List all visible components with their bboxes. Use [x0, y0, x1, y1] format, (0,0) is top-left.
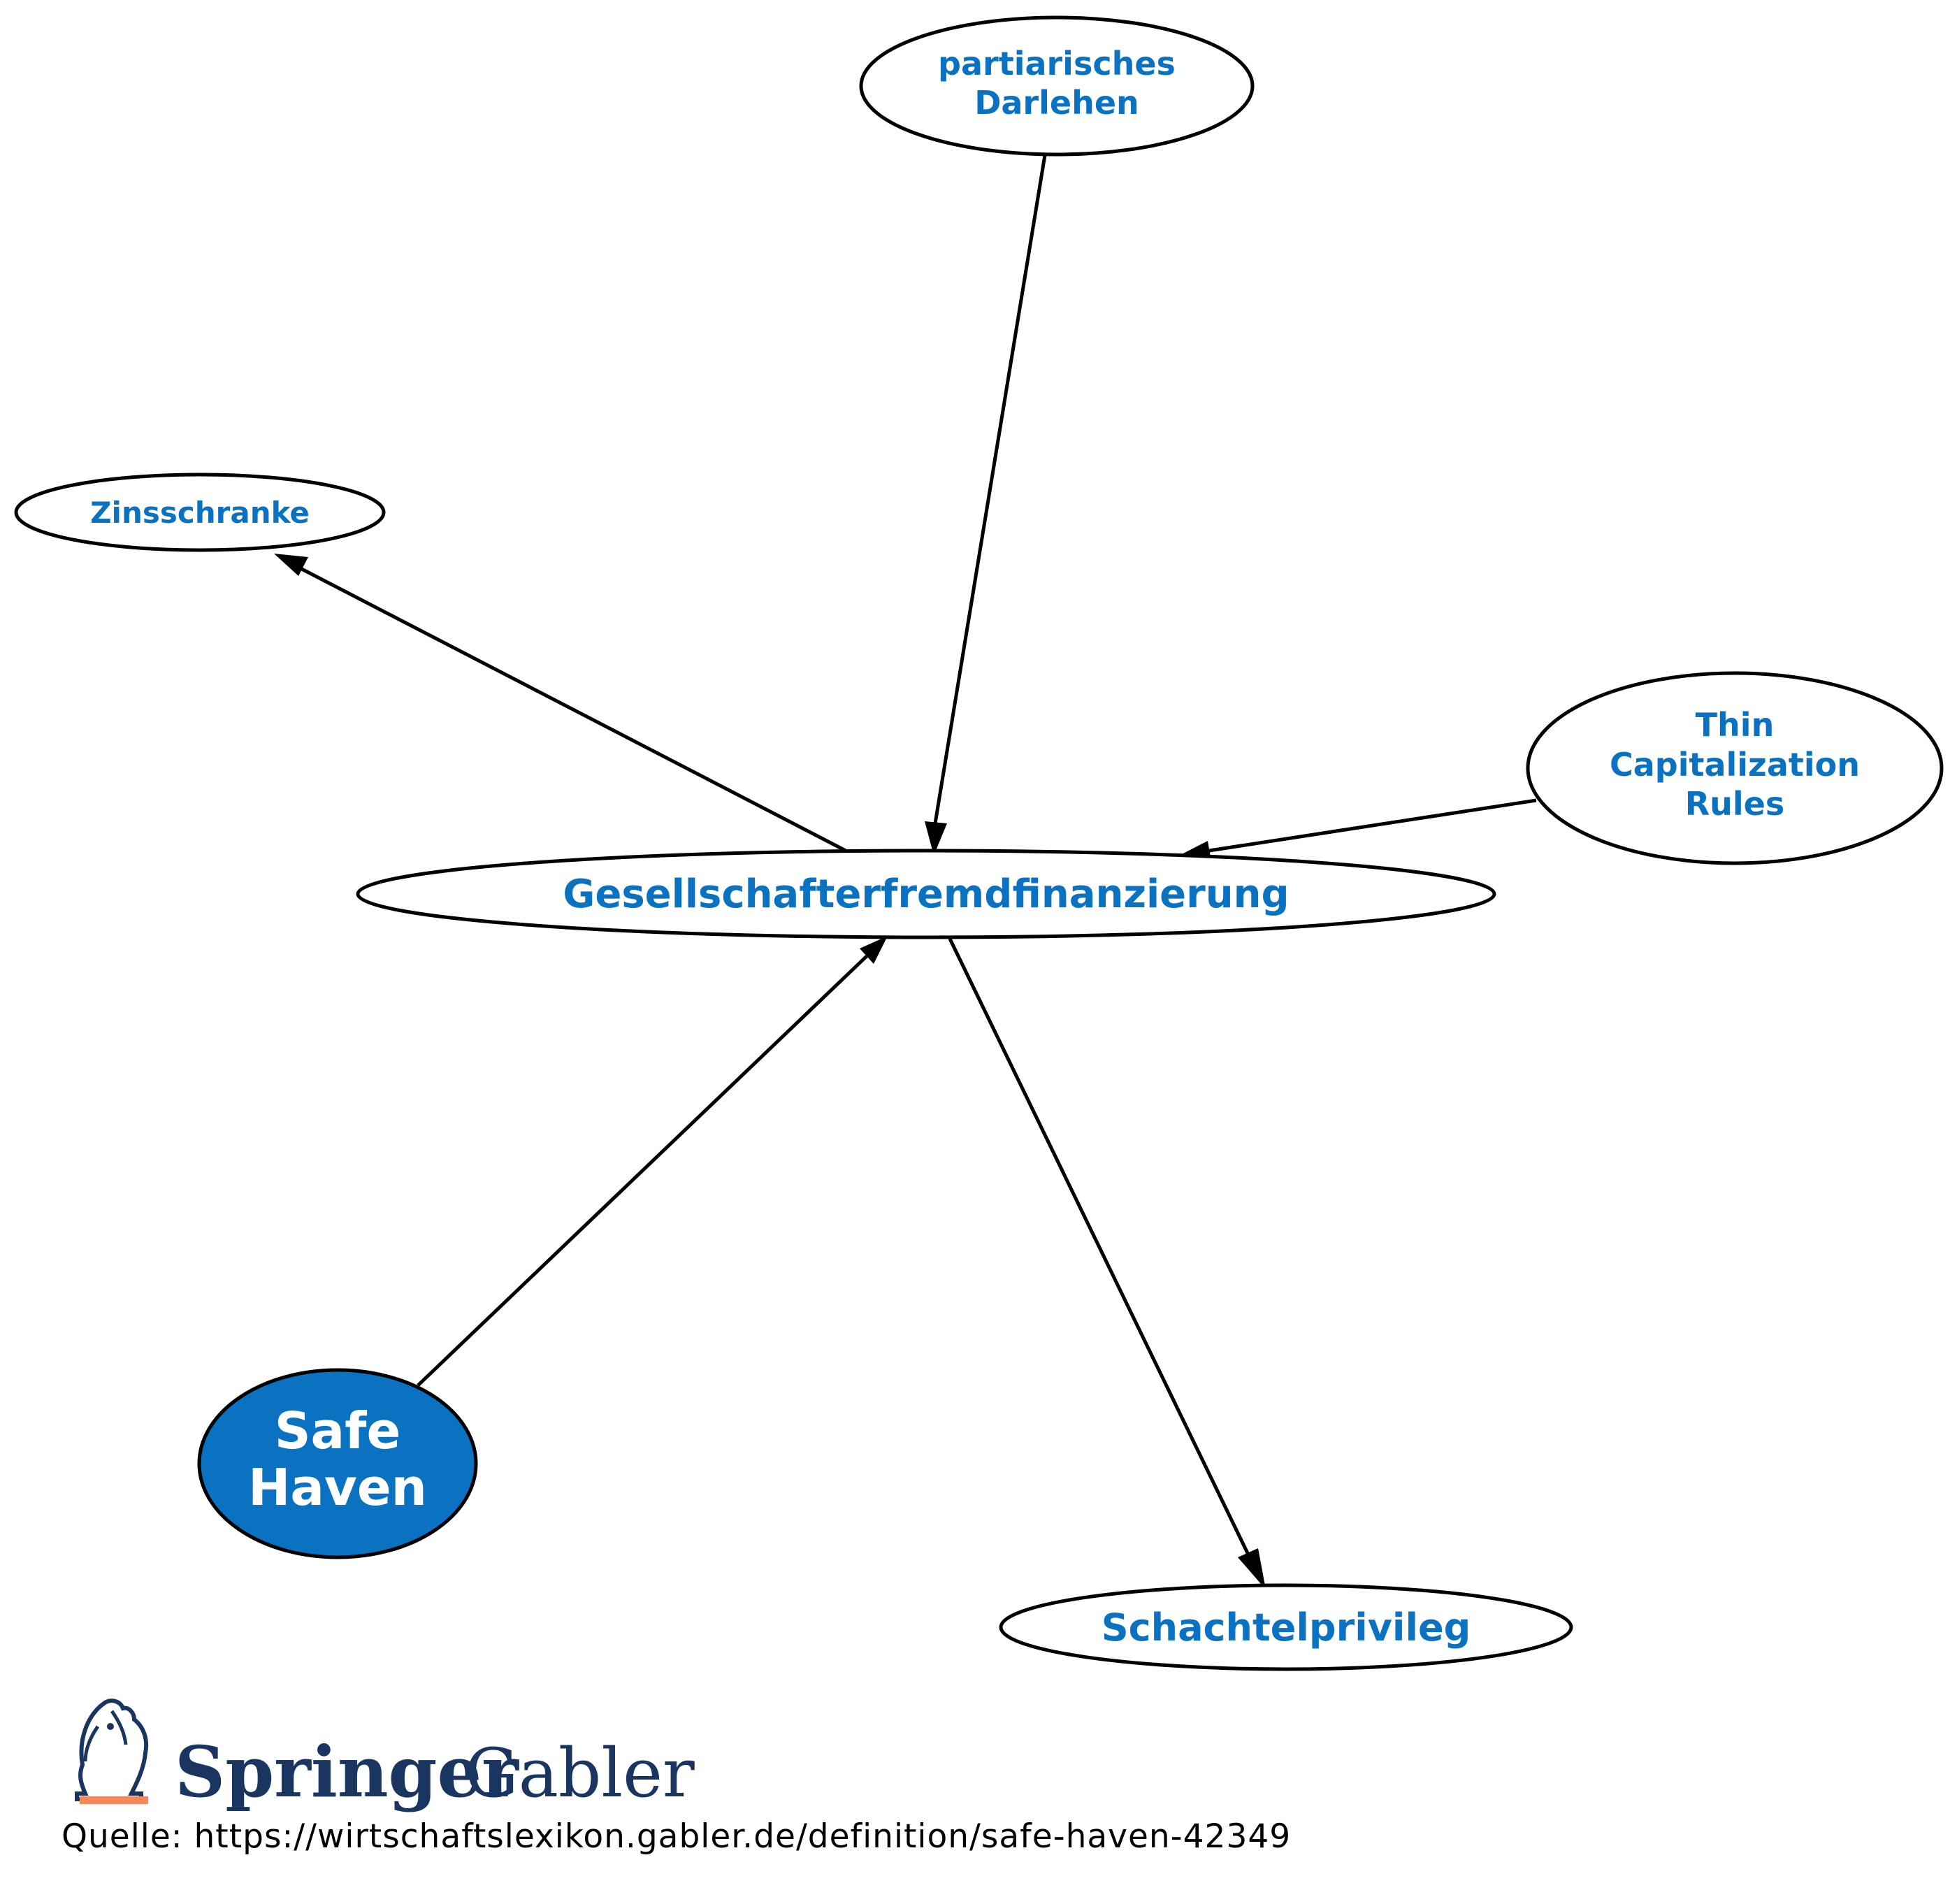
edge-gesellschafterfremdfinanzierung-to-zinsschranke	[292, 563, 847, 853]
edge-safe-haven-to-gesellschafterfremdfinanzierung	[417, 955, 868, 1387]
node-label-line: Rules	[1685, 785, 1785, 823]
arrowhead-icon	[860, 936, 888, 964]
node-label-line: Haven	[248, 1458, 427, 1517]
node-label-line: Thin	[1696, 706, 1775, 744]
edge-gesellschafterfremdfinanzierung-to-schachtelprivileg	[948, 937, 1250, 1555]
node-schachtelprivileg[interactable]: Schachtelprivileg	[999, 1583, 1573, 1671]
node-thin-capitalization-rules[interactable]: Thin Capitalization Rules	[1526, 671, 1944, 865]
edges	[274, 154, 1537, 1589]
edge-partiarisches-darlehen-to-gesellschafterfremdfinanzierung	[933, 154, 1047, 824]
source-citation: Quelle: https://wirtschaftslexikon.gable…	[62, 1817, 1292, 1856]
arrowhead-icon	[1238, 1548, 1266, 1589]
node-label-line: Safe	[275, 1401, 401, 1460]
node-partiarisches-darlehen[interactable]: partiarisches Darlehen	[859, 15, 1255, 157]
edge-thin-capitalization-to-gesellschafterfremdfinanzierung	[1208, 798, 1537, 853]
springer-horse-icon	[75, 1699, 149, 1801]
node-label-line: Capitalization	[1610, 746, 1860, 784]
node-label-line: Darlehen	[974, 84, 1139, 122]
logo-underline	[80, 1796, 148, 1804]
node-gesellschafterfremdfinanzierung[interactable]: Gesellschafterfremdfinanzierung	[356, 849, 1496, 939]
arrowhead-icon	[274, 554, 308, 576]
node-label-line: Zinsschranke	[90, 496, 310, 530]
node-label-line: partiarisches	[938, 45, 1176, 82]
arrowhead-icon	[925, 821, 947, 856]
springer-gabler-logo: Springer Gabler	[75, 1699, 695, 1813]
node-safe-haven[interactable]: Safe Haven	[197, 1368, 478, 1559]
node-label-line: Schachtelprivileg	[1102, 1606, 1471, 1650]
node-zinsschranke[interactable]: Zinsschranke	[14, 473, 386, 552]
brand-springer-text: Springer	[175, 1731, 519, 1813]
node-label-line: Gesellschafterfremdfinanzierung	[563, 872, 1289, 917]
brand-gabler-text: Gabler	[465, 1734, 695, 1812]
